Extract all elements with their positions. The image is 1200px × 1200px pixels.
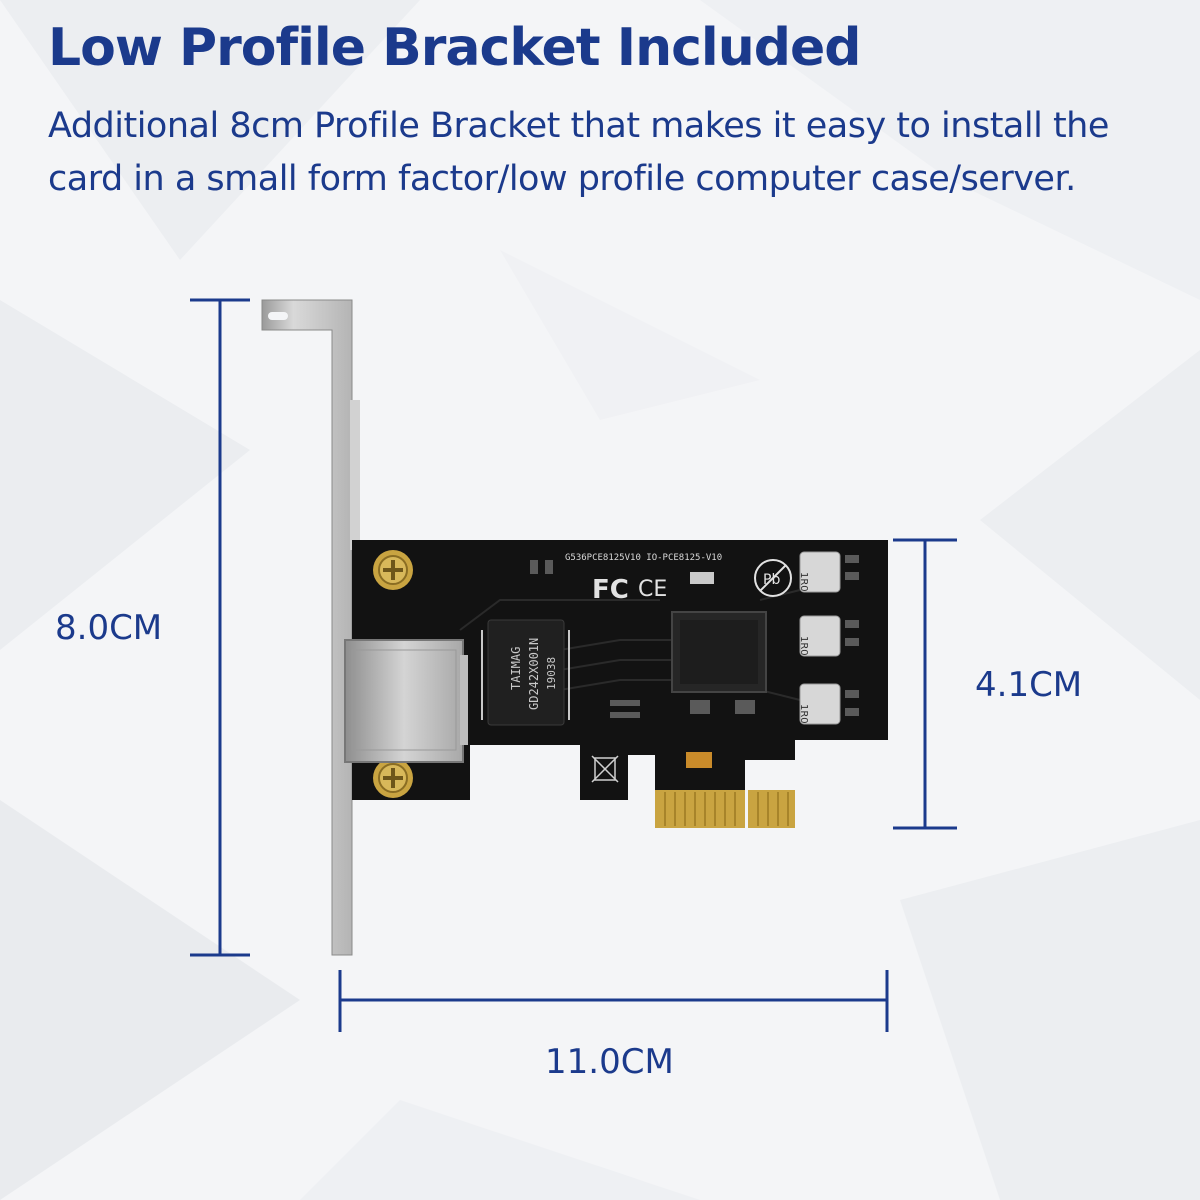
pcie-gold-fingers: [655, 790, 795, 828]
top-screw-icon: [373, 550, 413, 590]
ce-mark: CE: [638, 577, 667, 602]
card-height-label: 4.1CM: [975, 665, 1083, 705]
card-width-dimension-line: [338, 970, 889, 1032]
inductor-2: 1R0: [798, 615, 841, 657]
bracket-height-dimension-line: [190, 298, 250, 957]
weee-bin-icon: [591, 755, 619, 783]
low-profile-bracket: [261, 299, 360, 956]
page-description: Additional 8cm Profile Bracket that make…: [48, 106, 1109, 199]
rohs-pb-free-icon: Pb: [754, 559, 792, 597]
board-model-text: G536PCE8125V10 IO-PCE8125-V10: [565, 553, 722, 563]
inductor-label-2: 1R0: [798, 636, 809, 656]
transformer-label-3: 19038: [545, 657, 558, 690]
bracket-height-label: 8.0CM: [55, 608, 163, 648]
inductor-3: 1R0: [798, 683, 841, 725]
inductor-1: 1R0: [798, 551, 841, 593]
pb-mark: Pb: [763, 572, 780, 588]
transformer-chip: TAIMAG GD242X001N 19038: [481, 619, 570, 726]
transformer-label-1: TAIMAG: [509, 647, 523, 690]
smd-components: [530, 555, 859, 768]
pcb-board: [352, 540, 888, 800]
fcc-mark: FC: [592, 575, 629, 605]
rj45-port: [344, 639, 468, 763]
bottom-screw-icon: [373, 758, 413, 798]
transformer-label-2: GD242X001N: [527, 638, 541, 710]
page-title: Low Profile Bracket Included: [48, 18, 861, 78]
inductor-label-3: 1R0: [798, 704, 809, 724]
ethernet-controller-chip: [671, 611, 767, 693]
inductor-label-1: 1R0: [798, 572, 809, 592]
card-height-dimension-line: [893, 538, 957, 830]
card-width-label: 11.0CM: [545, 1042, 674, 1082]
